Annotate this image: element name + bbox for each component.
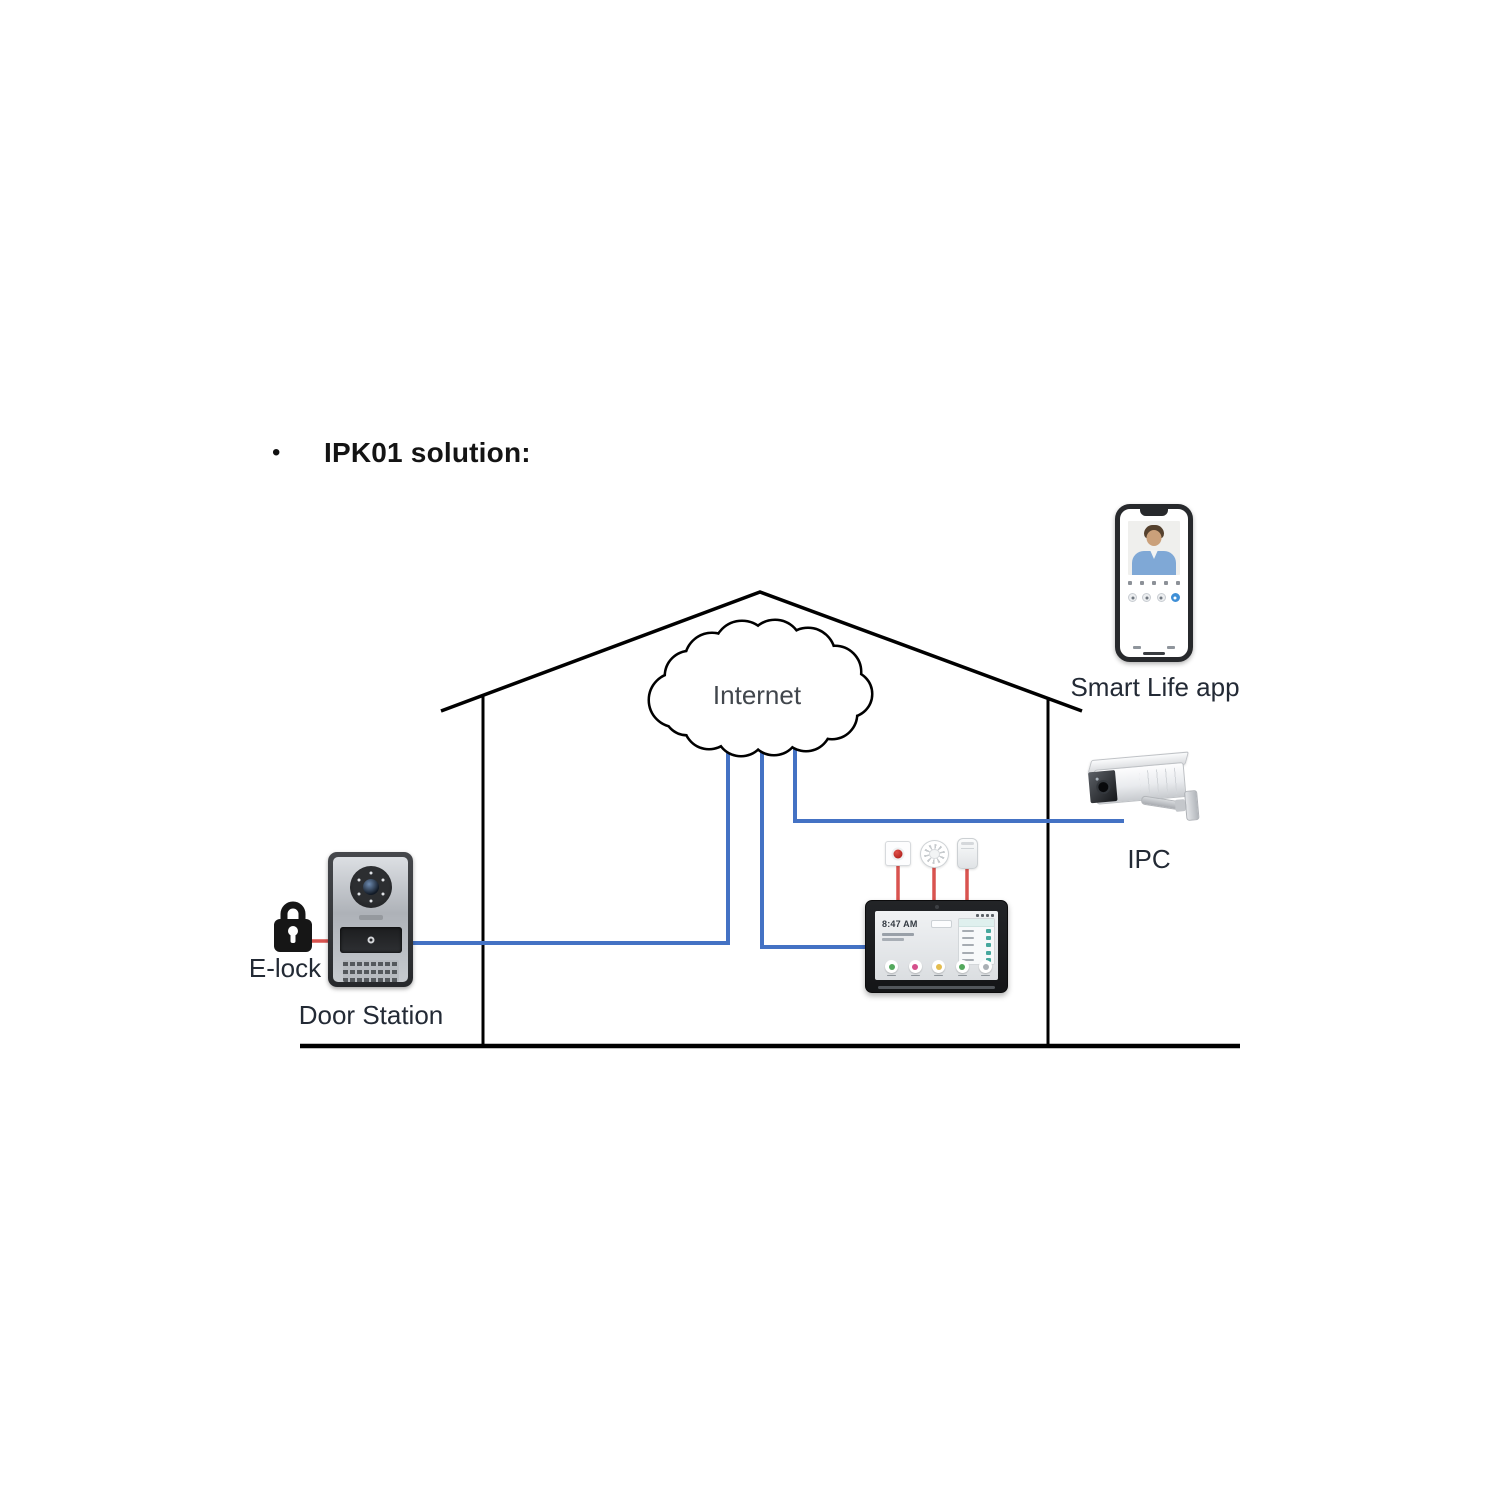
nav-settings-icon (1167, 646, 1175, 649)
snapshot-icon (1128, 581, 1132, 585)
monitor-subtext-line (882, 938, 904, 941)
caller-face (1146, 530, 1162, 546)
speaker-button-icon (1128, 593, 1137, 602)
monitor-zone-panel (958, 918, 995, 965)
share-icon (1164, 581, 1168, 585)
smoke-detector-sensor (920, 840, 949, 868)
home-indicator (1143, 652, 1165, 655)
padlock-icon (274, 901, 312, 952)
connection-line-ipc (793, 735, 1124, 823)
monitor-app-dock (885, 960, 992, 976)
title-row: • IPK01 solution: (272, 437, 531, 469)
house-roof (440, 590, 1083, 713)
status-bar-icons (976, 914, 994, 917)
door-station-label: Door Station (298, 1000, 444, 1030)
monitor-date-line (882, 933, 914, 936)
answer-button-icon (1170, 593, 1180, 602)
caller-collar (1150, 550, 1158, 559)
door-station-device (328, 852, 413, 987)
internet-cloud-icon: Internet (650, 621, 871, 755)
door-station-panel (333, 857, 408, 982)
door-station-call-button (339, 927, 402, 953)
siren-ridge (961, 848, 974, 849)
smart-life-app-label: Smart Life app (1070, 672, 1240, 702)
camera-front (1088, 770, 1118, 804)
intercom-app-icon (885, 960, 898, 976)
settings-app-icon (979, 960, 992, 976)
connection-line-door-station (411, 737, 730, 945)
internet-label: Internet (713, 680, 802, 710)
page-title: IPK01 solution: (324, 437, 531, 468)
monitor-camera-dot (934, 905, 939, 909)
hangup-button-icon (1156, 593, 1166, 602)
smartphone-device (1115, 504, 1193, 662)
siren-sensor (957, 838, 978, 869)
monitor-clock: 8:47 AM (882, 919, 918, 929)
call-action-buttons (1128, 593, 1180, 602)
camera-body-slats (1139, 767, 1180, 797)
panic-red-button-icon (893, 849, 903, 858)
record-icon (1140, 581, 1144, 585)
nav-home-icon (1133, 646, 1141, 649)
siren-cap (961, 842, 974, 845)
more-icon (1176, 581, 1180, 585)
video-call-preview (1128, 521, 1180, 575)
camera-lens-icon (1095, 779, 1111, 795)
panic-button-sensor (885, 841, 911, 866)
door-station-camera-icon (349, 866, 392, 908)
monitor-app-icon (908, 960, 922, 976)
call-toolbar-icons (1128, 581, 1180, 585)
ipc-camera-device (1085, 745, 1217, 841)
list-bullet-icon: • (272, 439, 281, 466)
e-lock-label: E-lock (248, 953, 322, 983)
monitor-weather-pill (931, 920, 952, 928)
unlock-button-icon (1142, 593, 1152, 602)
connection-line-indoor-monitor (760, 748, 866, 949)
indoor-monitor-device: 8:47 AM (865, 900, 1008, 993)
monitor-bottom-trim (878, 986, 995, 989)
phone-bottom-nav (1120, 646, 1188, 649)
call-button-icon (367, 936, 374, 944)
mic-icon (1152, 581, 1156, 585)
camera-mount-plate (1184, 789, 1200, 821)
camera-lens-icon (362, 879, 379, 895)
speaker-grille-icon (342, 960, 399, 982)
message-app-icon (932, 960, 945, 976)
security-app-icon (955, 960, 969, 976)
smoke-detector-core (929, 849, 940, 859)
ipc-label: IPC (1127, 844, 1171, 874)
zone-panel-header (959, 919, 994, 927)
monitor-screen: 8:47 AM (875, 911, 998, 980)
phone-notch (1140, 509, 1168, 516)
door-station-logo (358, 915, 383, 920)
